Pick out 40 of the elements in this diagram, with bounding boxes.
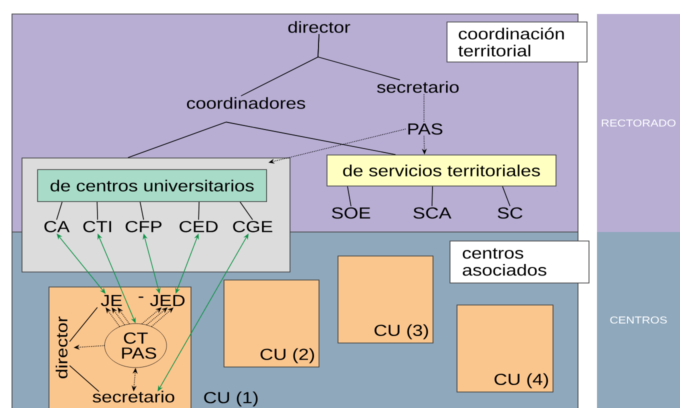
connector-line [318, 34, 400, 80]
node-text: CED [180, 220, 218, 232]
band-box: RECTORADO [597, 14, 680, 232]
node-text: JED [150, 295, 185, 306]
node-text: director [56, 316, 68, 378]
node-text: SCA [413, 207, 452, 219]
center-box: CU (2) [224, 280, 320, 368]
unit-box: de centros universitarios [37, 169, 267, 202]
node-text: SC [498, 207, 522, 219]
center-box: CU (4) [456, 304, 554, 392]
node-text: secretario [92, 390, 174, 402]
node-text: director [288, 21, 350, 33]
connector-line [128, 122, 226, 158]
dash-label: - [138, 296, 144, 298]
connector-line [226, 122, 396, 155]
connector-line [502, 186, 510, 207]
connector-line [140, 202, 144, 220]
connector-line [96, 202, 98, 220]
title-box: centros asociados [450, 240, 590, 284]
node-text: PAS [408, 123, 442, 135]
node-text: SOE [332, 207, 370, 219]
node-text: CGE [233, 220, 272, 232]
title-box: coordinación territorial [446, 22, 588, 62]
connector-line [69, 306, 98, 342]
node-text: secretario [377, 81, 459, 93]
connector-line [56, 202, 62, 220]
node-text: CTI [83, 220, 112, 232]
node-text: CA [44, 220, 70, 232]
node-text: CFP [126, 220, 162, 232]
connector-line [432, 186, 433, 207]
connector-line [240, 202, 253, 220]
box-label: CU (1) [204, 392, 258, 406]
node-text: JE [100, 295, 122, 306]
node-text: coordinadores [186, 97, 306, 109]
band-box: CENTROS [597, 232, 680, 408]
center-box: CU (3) [338, 256, 434, 344]
connector-line [198, 202, 200, 220]
connector-line [69, 365, 100, 392]
unit-box: de servicios territoriales [326, 154, 556, 186]
connector-line [347, 186, 352, 207]
